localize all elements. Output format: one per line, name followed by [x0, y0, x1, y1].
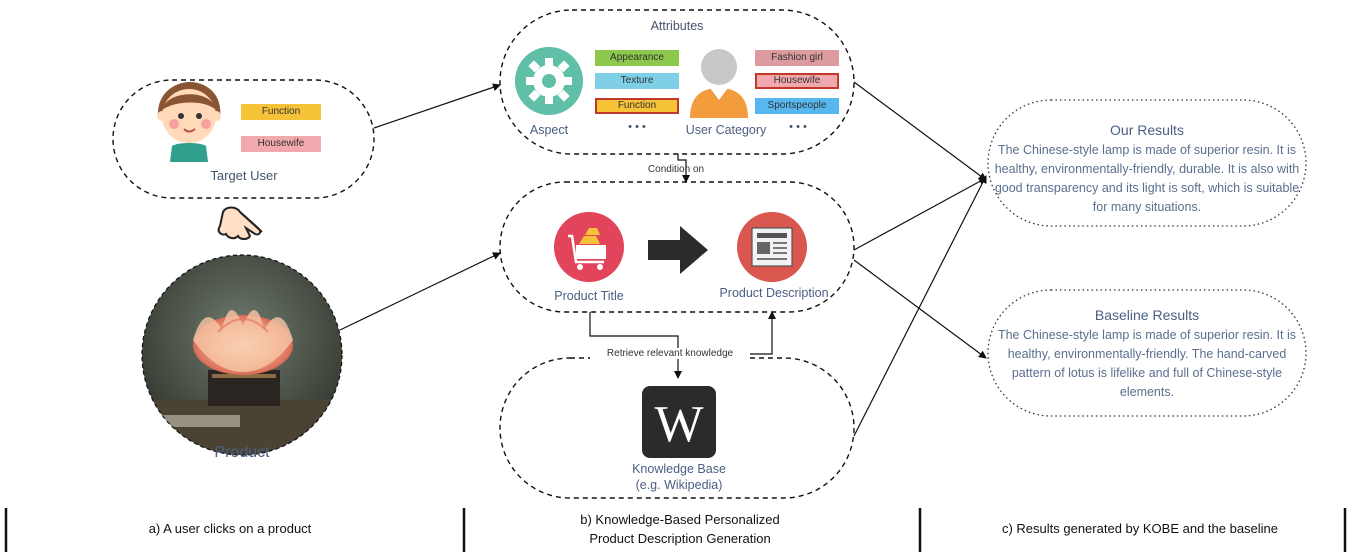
- baseline-results: Baseline Results The Chinese-style lamp …: [990, 305, 1304, 402]
- girl-avatar-icon: [157, 82, 221, 162]
- attributes-title: Attributes: [650, 19, 704, 33]
- arrow-attributes-to-results: [853, 81, 987, 181]
- wikipedia-icon: W: [642, 386, 716, 458]
- person-icon: [690, 49, 748, 118]
- caption-b-line2: Product Description Generation: [589, 531, 771, 546]
- knowledge-base-label: Knowledge Base: [632, 462, 726, 476]
- arrow-condition-on: [677, 154, 690, 183]
- target-user-function-tag: Function: [241, 104, 321, 120]
- arrow-title-to-knowledge: [589, 312, 682, 379]
- arrow-knowledge-to-our-results: [853, 175, 987, 437]
- aspect-tag-texture: Texture: [595, 73, 679, 89]
- product-title-label: Product Title: [554, 289, 624, 303]
- aspect-tag-appearance: Appearance: [595, 50, 679, 66]
- baseline-results-bubble: [987, 289, 1307, 417]
- attributes-bubble: [499, 9, 855, 155]
- aspect-tag-function: Function: [595, 98, 679, 114]
- user-category-label: User Category: [685, 123, 767, 137]
- svg-text:W: W: [654, 396, 703, 453]
- arrow-generation-to-baseline: [853, 259, 987, 359]
- arrow-knowledge-to-description: [748, 311, 776, 355]
- our-results-bubble: [987, 99, 1307, 227]
- caption-c: c) Results generated by KOBE and the bas…: [1001, 521, 1279, 536]
- baseline-results-text: The Chinese-style lamp is made of superi…: [997, 328, 1297, 399]
- user-tag-housewife: Housewife: [755, 73, 839, 89]
- aspect-label: Aspect: [529, 123, 569, 137]
- baseline-results-title: Baseline Results: [1094, 307, 1200, 323]
- target-user-label: Target User: [210, 168, 278, 183]
- news-document-icon: [737, 212, 807, 282]
- lotus-lamp-photo: [141, 254, 343, 456]
- arrow-generation-to-our-results: [853, 177, 987, 251]
- arrow-right-icon: [648, 226, 708, 274]
- retrieve-knowledge-label: Retrieve relevant knowledge: [590, 348, 750, 359]
- user-tag-fashion-girl: Fashion girl: [755, 50, 839, 66]
- user-tag-sportspeople: Sportspeople: [755, 98, 839, 114]
- our-results-title: Our Results: [1110, 122, 1184, 138]
- our-results-text: The Chinese-style lamp is made of superi…: [994, 143, 1300, 214]
- target-user-housewife-tag: Housewife: [241, 136, 321, 152]
- caption-a: a) A user clicks on a product: [148, 521, 312, 536]
- condition-on-label: Condition on: [647, 164, 705, 175]
- aspect-ellipsis: • • •: [628, 121, 646, 133]
- our-results: Our Results The Chinese-style lamp is ma…: [990, 120, 1304, 217]
- generation-bubble: [499, 181, 855, 313]
- knowledge-bubble: [499, 357, 855, 499]
- pointing-hand-icon: [217, 206, 263, 240]
- cart-icon: [554, 212, 624, 282]
- caption-b-line1: b) Knowledge-Based Personalized: [580, 512, 780, 527]
- product-description-label: Product Description: [719, 286, 829, 300]
- target-user-bubble: [112, 79, 375, 199]
- arrow-user-to-attributes: [373, 83, 501, 129]
- arrow-product-to-generation: [339, 252, 501, 331]
- product-label: Product: [214, 444, 270, 461]
- user-category-ellipsis: • • •: [789, 121, 807, 133]
- gear-icon: [515, 47, 583, 115]
- knowledge-base-example: (e.g. Wikipedia): [635, 478, 723, 492]
